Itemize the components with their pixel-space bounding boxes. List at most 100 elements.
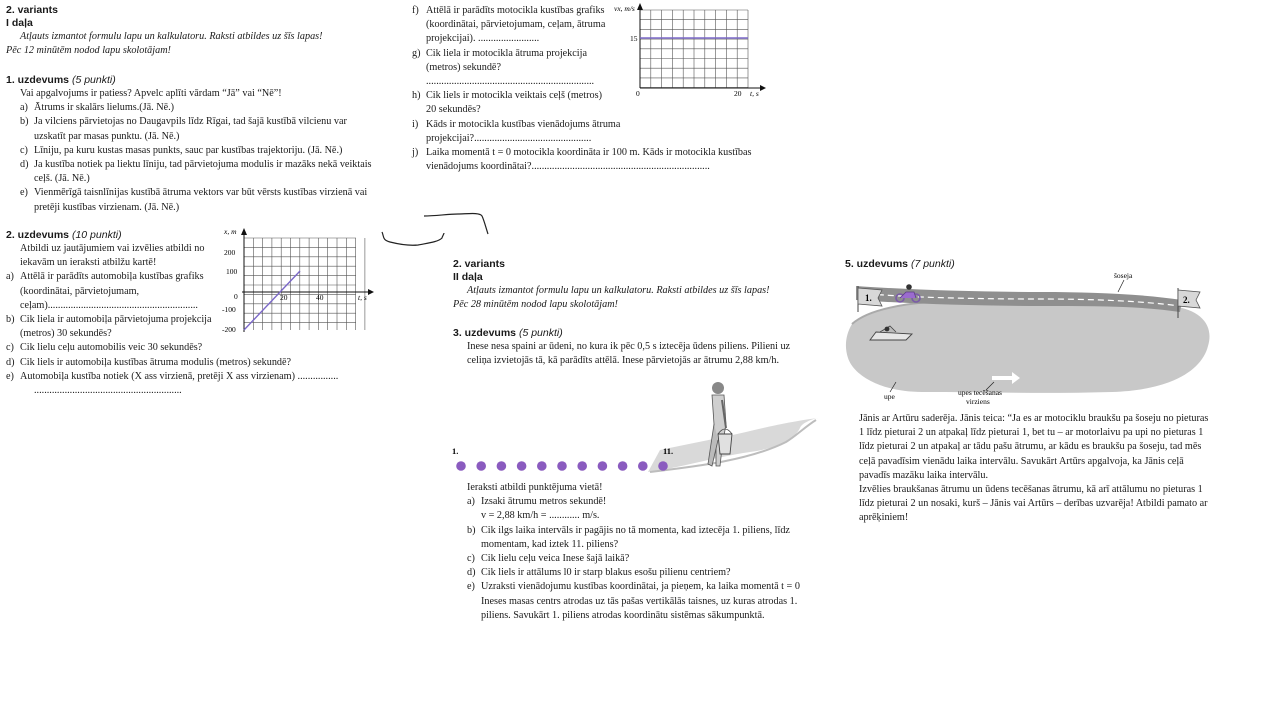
part-2-title: II daļa bbox=[453, 271, 483, 283]
task-2-item-d-text: Cik liels ir automobiļa kustības ātruma … bbox=[20, 356, 292, 368]
water-drop bbox=[476, 461, 486, 471]
moto-graph: vx, m/s 15 0 20 t, s bbox=[614, 3, 766, 98]
moto-item-i: i)Kāds ir motocikla kustības vienādojums… bbox=[412, 118, 652, 146]
water-drop bbox=[516, 461, 527, 471]
flag-1 bbox=[857, 287, 883, 307]
moto-item-h: h)Cik liels ir motocikla veiktais ceļš (… bbox=[412, 89, 612, 117]
task-5-points: (7 punkti) bbox=[910, 258, 955, 270]
moto-questions: f)Attēlā ir parādīts motocikla kustības … bbox=[412, 4, 762, 174]
moto-graph-x-arrow bbox=[760, 85, 766, 91]
moto-item-i-text: Kāds ir motocikla kustības vienādojums ā… bbox=[426, 118, 621, 144]
task-3-item-b-text: Cik ilgs laika intervāls ir pagājis no t… bbox=[481, 524, 790, 550]
task-2-item-b-text: Cik liela ir automobiļa pārvietojuma pro… bbox=[20, 314, 212, 340]
variant-2-block: 2. variants II daļa Atļauts izmantot for… bbox=[453, 258, 818, 312]
task-3-item-b: b)Cik ilgs laika intervāls ir pagājis no… bbox=[467, 524, 817, 552]
task-2-answer-line: ........................................… bbox=[34, 385, 182, 397]
moto-item-g: g)Cik liela ir motocikla ātru­ma projekc… bbox=[412, 47, 612, 90]
moto-graph-x0: 0 bbox=[636, 89, 640, 98]
water-drop bbox=[496, 461, 507, 471]
car-graph-xlabel: t, s bbox=[358, 293, 367, 302]
task-3-questions: Ieraksti atbildi punktējuma vietā! a)Izs… bbox=[467, 481, 817, 623]
flag-2 bbox=[1177, 289, 1201, 309]
task-2-title: 2. uzdevums (10 punkti) bbox=[6, 229, 376, 242]
task-5-title: 5. uzdevums (7 punkti) bbox=[845, 258, 1210, 271]
task-2-item-c-text: Cik lielu ceļu automobilis veic 30 sekun… bbox=[20, 342, 203, 354]
task-1-number: 1. uzdevums bbox=[6, 74, 70, 86]
car-graph-xtick-40: 40 bbox=[316, 293, 324, 302]
car-graph-ytick-200: 200 bbox=[224, 248, 236, 257]
drops-illustration: 1. 11. bbox=[452, 382, 818, 473]
task-5-number: 5. uzdevums bbox=[845, 258, 909, 270]
task-5-para-2: Izvēlies braukšanas ātrumu un ūdens tecē… bbox=[859, 484, 1208, 524]
task-5-text: Jānis ar Artūru saderēja. Jānis teica: “… bbox=[845, 412, 1210, 526]
task-2-item-d: d)Cik liels ir automobiļa kustības ātrum… bbox=[6, 356, 376, 370]
task-1-title: 1. uzdevums (5 punkti) bbox=[6, 74, 374, 87]
task-1-item: d) Ja kustība notiek pa liektu līniju, ta… bbox=[6, 158, 374, 186]
car-graph: x, m t, s 200 100 0 -100 -200 20 40 bbox=[222, 227, 374, 334]
flag-1-label: 1. bbox=[865, 293, 872, 303]
task-1-item: e) Vienmērīgā taisnlīnijas kustībā ātruma… bbox=[6, 186, 374, 214]
item-text: Vienmērīgā taisnlīnijas kustībā ātruma v… bbox=[34, 187, 368, 213]
car-graph-grid bbox=[243, 237, 366, 330]
river bbox=[845, 300, 1210, 393]
task-3-points: (5 punkti) bbox=[518, 327, 563, 339]
water-drop bbox=[617, 461, 628, 471]
task-3: 3. uzdevums (5 punkti) Inese nesa spaini… bbox=[453, 327, 815, 368]
task-3-item-c-text: Cik lielu ceļu veica Inese šajā laikā? bbox=[481, 553, 630, 565]
task-2-number: 2. uzdevums bbox=[6, 229, 70, 241]
water-drop bbox=[638, 461, 648, 471]
task-1-points: (5 punkti) bbox=[71, 74, 116, 86]
woman-figure bbox=[707, 382, 733, 467]
item-letter: b) bbox=[20, 116, 29, 128]
item-text: Līniju, pa kuru kustas masas punkts, sau… bbox=[34, 144, 343, 156]
task-2-item-a-text: Attēlā ir parādīts automobiļa kustības g… bbox=[20, 271, 204, 311]
moto-item-j-text: Laika momentā t = 0 motocikla koordināta… bbox=[426, 147, 752, 173]
task-2-item-b: b)Cik liela ir automobiļa pārvietojuma p… bbox=[6, 313, 216, 341]
moto-item-h-text: Cik liels ir motocikla veiktais ceļš (me… bbox=[426, 90, 602, 116]
instructions-note: Atļauts izmantot formulu lapu un kalkula… bbox=[20, 31, 323, 42]
task-3-item-a: a)Izsaki ātrumu metros sekundē! bbox=[467, 495, 817, 509]
car-graph-ytick-m100: -100 bbox=[222, 305, 236, 314]
car-graph-ytick-100: 100 bbox=[226, 267, 238, 276]
instructions-2-note: Atļauts izmantot formulu lapu un kalkula… bbox=[467, 285, 770, 296]
moto-item-j: j)Laika momentā t = 0 motocikla koordinā… bbox=[412, 146, 762, 174]
variant-1-block: 2. variants I daļa Atļauts izmantot form… bbox=[6, 4, 376, 58]
river-label: upe bbox=[884, 392, 896, 401]
moto-item-f: f)Attēlā ir parādīts motocikla kustības … bbox=[412, 4, 612, 47]
task-2-item-e: e)Automobiļa kustība notiek (X ass virzi… bbox=[6, 370, 376, 384]
moto-graph-xlabel: t, s bbox=[750, 89, 759, 98]
task-1: 1. uzdevums (5 punkti) Vai apgalvojums i… bbox=[6, 74, 374, 215]
moto-graph-grid bbox=[639, 9, 749, 88]
task-1-item: b) Ja vilciens pārvietojas no Daugavpils … bbox=[6, 115, 374, 143]
car-graph-ytick-0: 0 bbox=[234, 292, 238, 301]
task-3-title: 3. uzdevums (5 punkti) bbox=[453, 327, 815, 340]
item-letter: e) bbox=[20, 187, 28, 199]
task-2-item-e-text: Automobiļa kustība notiek (X ass virzien… bbox=[20, 370, 339, 382]
water-drop bbox=[456, 461, 466, 471]
car-graph-line bbox=[243, 270, 301, 331]
water-drop bbox=[557, 461, 567, 471]
task-2-item-c: c)Cik lielu ceļu automobilis veic 30 sek… bbox=[6, 341, 216, 355]
variant-title: 2. variants bbox=[6, 4, 58, 16]
item-text: Ātrums ir skalārs lielums.(Jā. Nē.) bbox=[34, 102, 175, 114]
task-3-item-c: c)Cik lielu ceļu veica Inese šajā laikā? bbox=[467, 552, 817, 566]
moto-graph-xtick: 20 bbox=[734, 89, 742, 98]
moto-item-f-text: Attēlā ir parādīts motocikla kustības gr… bbox=[426, 5, 606, 45]
car-graph-x-arrow bbox=[368, 289, 374, 295]
task-3-number: 3. uzdevums bbox=[453, 327, 517, 339]
task-2-intro: Atbildi uz jautājumiem vai izvēlies atbi… bbox=[20, 243, 205, 269]
item-text: Ja kustība notiek pa liektu līniju, tad … bbox=[34, 159, 372, 185]
time-2-note: Pēc 28 minūtēm nodod lapu skolotājam! bbox=[453, 299, 618, 311]
task-2: 2. uzdevums (10 punkti) Atbildi uz jautā… bbox=[6, 229, 376, 398]
moto-graph-ytick: 15 bbox=[630, 34, 638, 43]
item-letter: d) bbox=[20, 159, 29, 171]
item-text: Ja vilciens pārvietojas no Daugavpils lī… bbox=[34, 116, 347, 142]
water-drop bbox=[537, 461, 547, 471]
task-1-item: a)Ātrums ir skalārs lielums.(Jā. Nē.) bbox=[6, 101, 374, 115]
task-1-item: c)Līniju, pa kuru kustas masas punkts, s… bbox=[6, 144, 374, 158]
water-drop bbox=[658, 461, 668, 471]
task-3-answer-hint: Ieraksti atbildi punktējuma vietā! bbox=[467, 482, 603, 493]
task-3-item-a-text: Izsaki ātrumu metros sekundē! bbox=[481, 496, 607, 508]
car-graph-y-arrow bbox=[241, 228, 247, 235]
